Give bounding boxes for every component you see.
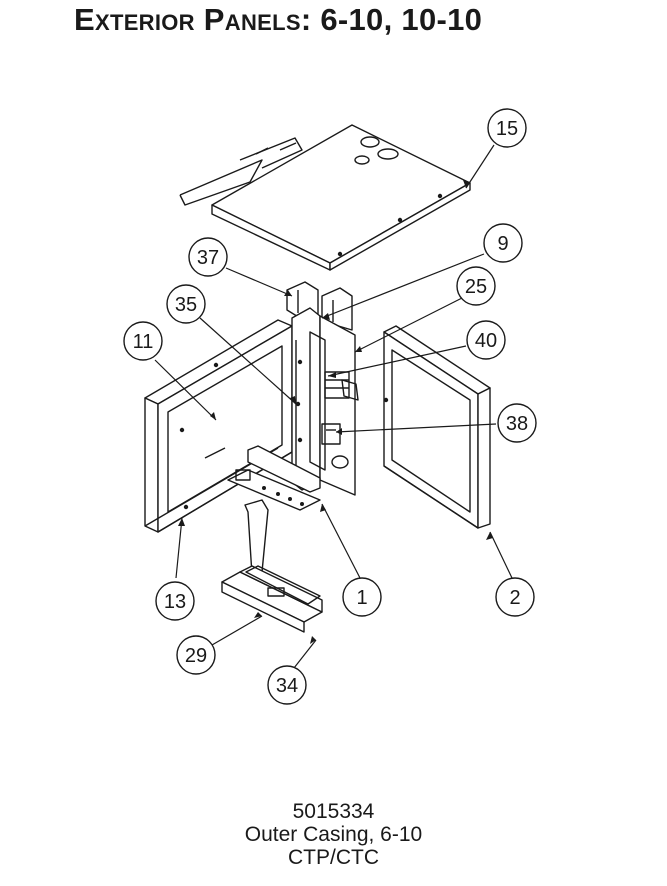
callout-1: 1 [342, 577, 382, 617]
callout-9: 9 [483, 223, 523, 263]
callout-2: 2 [495, 577, 535, 617]
callout-11: 11 [123, 321, 163, 361]
callout-label: 2 [509, 587, 520, 609]
top-panel [179, 124, 471, 271]
callout-label: 38 [506, 413, 528, 435]
callout-label: 1 [356, 587, 367, 609]
center-frame [291, 307, 359, 496]
right-side-panel [383, 325, 491, 529]
callout-label: 34 [276, 675, 298, 697]
callout-label: 13 [164, 591, 186, 613]
callout-label: 11 [133, 331, 154, 353]
leader-lines [154, 144, 513, 669]
callout-13: 13 [155, 581, 195, 621]
part-description: Outer Casing, 6-10 [244, 823, 423, 846]
control-bracket [221, 499, 323, 633]
callout-25: 25 [456, 266, 496, 306]
page-title: Exterior Panels: 6-10, 10-10 [74, 2, 483, 37]
callout-15: 15 [487, 108, 527, 148]
callout-label: 9 [497, 233, 508, 255]
callout-34: 34 [267, 665, 307, 705]
callout-label: 40 [475, 330, 497, 352]
model-designation: CTP/CTC [288, 846, 379, 869]
callout-label: 25 [465, 276, 487, 298]
callout-38: 38 [497, 403, 537, 443]
callout-37: 37 [188, 237, 228, 277]
callout-label: 29 [185, 645, 207, 667]
callout-40: 40 [466, 320, 506, 360]
left-side-panel [144, 319, 293, 533]
part-number: 5015334 [292, 800, 375, 823]
callout-label: 37 [197, 247, 219, 269]
leader-arrowheads [178, 180, 493, 644]
figure-caption: 5015334 Outer Casing, 6-10 CTP/CTC [0, 800, 667, 869]
callout-label: 35 [175, 294, 197, 316]
bottom-front-plate [227, 445, 321, 511]
callout-35: 35 [166, 284, 206, 324]
callout-label: 15 [496, 118, 518, 140]
callout-29: 29 [176, 635, 216, 675]
